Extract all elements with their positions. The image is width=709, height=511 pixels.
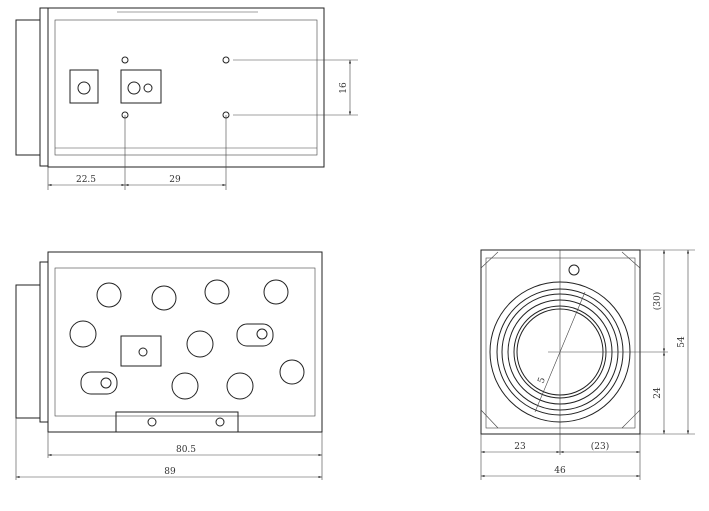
dim-54: 54 [677,336,687,348]
mount-bracket [69,69,162,104]
dim-80-5: 80.5 [176,445,196,455]
dim-22-5: 22.5 [76,175,96,185]
dim-24: 24 [653,387,663,399]
mount-holes [121,56,230,119]
body-outline [480,249,641,435]
dim-23-left: 23 [514,442,526,452]
dim-radius: 5 [537,376,549,385]
side-holes [69,279,305,400]
dim-46: 46 [554,466,566,476]
lens-flange [15,19,41,156]
dim-89: 89 [164,467,176,477]
lens-flange [15,284,41,419]
body-outline [47,251,323,433]
side-view: 80.5 89 [15,251,323,480]
dim-16: 16 [339,82,349,94]
dim-30: (30) [652,292,663,310]
dim-23-right: (23) [591,441,609,452]
top-view: 22.5 29 16 [15,7,358,190]
body-outline [47,7,325,168]
dim-29: 29 [169,175,181,185]
front-view: 5 23 (23) 46 (30) 24 54 [480,249,695,480]
